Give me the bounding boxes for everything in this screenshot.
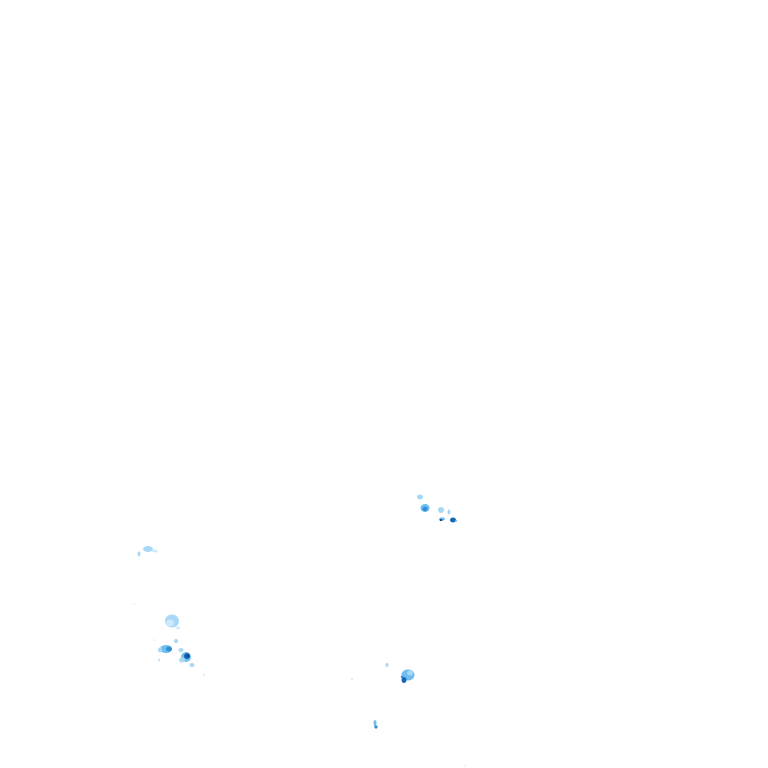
echo-cell — [143, 546, 153, 552]
echo-cluster-south-center — [351, 663, 415, 683]
echo-cell — [374, 725, 378, 729]
echo-cell — [137, 551, 141, 557]
echo-cell — [153, 639, 155, 641]
echo-cell — [133, 603, 135, 605]
echo-cell — [203, 674, 205, 676]
echo-cell — [450, 517, 456, 523]
echo-cell — [178, 648, 184, 652]
echo-cell — [157, 658, 161, 662]
echo-cell — [373, 720, 377, 726]
echo-cluster-east — [417, 494, 458, 523]
echo-cell — [407, 670, 413, 676]
echo-cell — [152, 549, 158, 553]
echo-cluster-southwest — [153, 614, 205, 676]
echo-cell — [385, 663, 389, 667]
echo-cell — [166, 646, 172, 652]
echo-cell — [176, 626, 180, 630]
echo-cell — [179, 657, 185, 663]
echo-cell — [438, 507, 444, 513]
echo-cell — [166, 619, 174, 627]
echo-cell — [439, 519, 443, 521]
echo-cell — [422, 506, 428, 512]
echo-cell — [454, 520, 458, 522]
echo-cell — [174, 639, 178, 643]
echo-cell — [401, 677, 407, 683]
echo-cell — [351, 678, 353, 680]
echo-cell — [417, 494, 423, 500]
echo-cell — [447, 509, 451, 515]
echo-cell — [464, 765, 466, 767]
echo-cell — [400, 675, 404, 679]
echo-cluster-south-spot — [373, 720, 466, 767]
echo-cell — [158, 647, 162, 653]
echo-cell — [186, 654, 190, 658]
echo-cluster-west-small — [133, 546, 158, 605]
echo-cell — [189, 663, 195, 667]
